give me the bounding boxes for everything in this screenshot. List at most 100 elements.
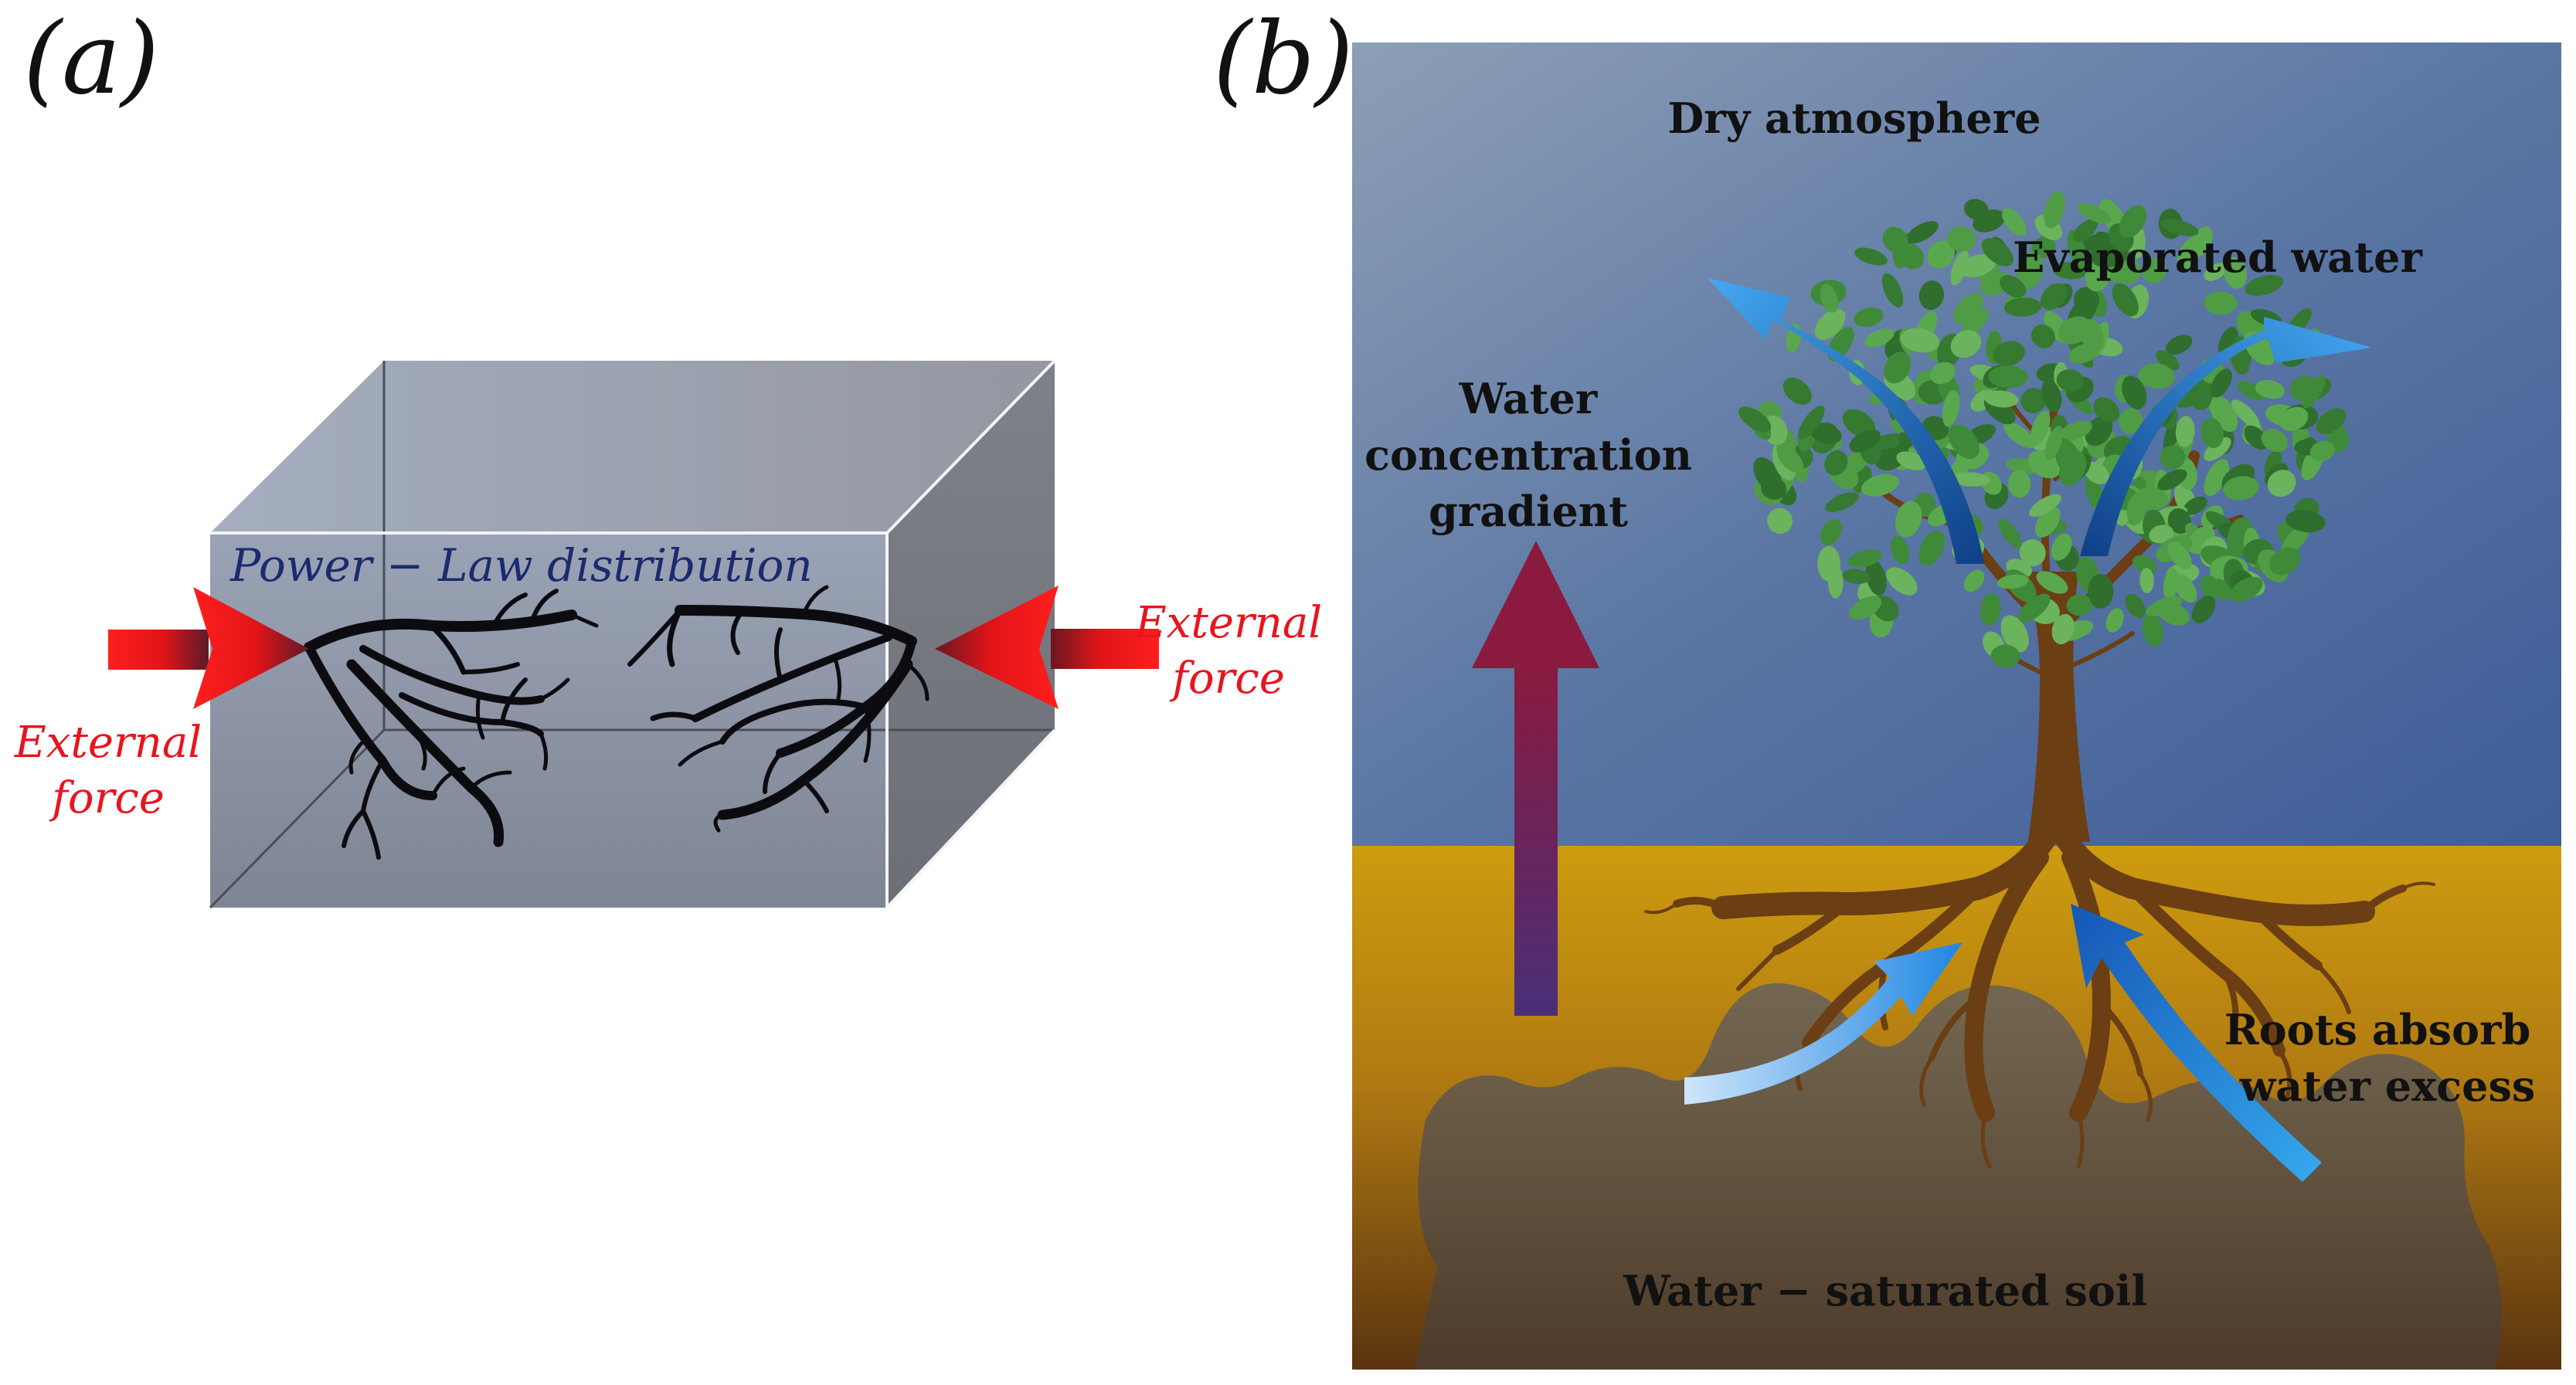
- absorption-arrow-left: [1684, 942, 1963, 1105]
- leaf: [2056, 369, 2084, 392]
- leaf: [2231, 399, 2261, 429]
- leaf: [2224, 256, 2248, 289]
- leaf: [2084, 461, 2109, 484]
- leaf: [2316, 408, 2347, 434]
- tree-roots: [1644, 823, 2435, 1169]
- leaf: [1814, 308, 1846, 341]
- leaf: [1854, 247, 1888, 266]
- leaf: [2237, 381, 2265, 401]
- leaf: [2085, 260, 2111, 292]
- leaf: [2051, 533, 2072, 561]
- panel-a-label: (a): [23, 2, 159, 117]
- leaf: [1827, 565, 1844, 599]
- leaf: [2093, 397, 2120, 423]
- leaf: [1881, 273, 1904, 308]
- leaf: [1984, 390, 2019, 408]
- leaf: [2030, 410, 2051, 446]
- leaf: [1918, 280, 1944, 311]
- saturated-soil-label: Water − saturated soil: [1623, 1266, 2147, 1315]
- leaf: [2122, 375, 2147, 409]
- leaf: [2133, 555, 2157, 575]
- leaf: [1865, 559, 1887, 596]
- leaf: [1918, 530, 1946, 566]
- gradient-label-line3: gradient: [1429, 487, 1628, 536]
- absorption-arrow-right: [2071, 904, 2322, 1182]
- leaf: [2112, 283, 2139, 317]
- leaf: [2167, 541, 2192, 569]
- leaf: [2125, 593, 2146, 618]
- concentration-gradient-arrow: [1472, 541, 1599, 1016]
- leaf: [1959, 253, 1997, 278]
- gradient-label-line1: Water: [1459, 374, 1598, 423]
- leaf: [1824, 450, 1848, 476]
- box-hidden-edges: [209, 361, 1055, 909]
- leaf: [2119, 408, 2143, 434]
- leaf: [2267, 470, 2296, 497]
- leaf: [1963, 569, 1985, 592]
- evaporation-arrow-right: [2080, 317, 2372, 556]
- evaporated-water-label: Evaporated water: [2013, 233, 2422, 282]
- leaf: [1825, 492, 1859, 512]
- leaf: [1782, 377, 1812, 406]
- leaf: [2138, 363, 2175, 389]
- leaf: [2204, 291, 2238, 315]
- leaf: [1849, 429, 1881, 453]
- leaf: [2081, 319, 2104, 352]
- leaf: [2269, 547, 2301, 575]
- leaf: [1980, 270, 2008, 297]
- box-top-face: [210, 361, 1055, 533]
- leaf: [2204, 459, 2230, 496]
- leaf: [1882, 226, 1908, 253]
- panel-b-label: (b): [1213, 2, 1354, 117]
- leaf: [1738, 406, 1772, 433]
- leaf: [2145, 596, 2183, 616]
- leaf: [2040, 283, 2068, 311]
- leaf: [2017, 251, 2044, 290]
- panel-a: (a) Power − Law distribution: [14, 2, 1322, 909]
- leaf: [1950, 330, 1982, 358]
- leaf: [2051, 613, 2075, 645]
- leaf: [1767, 507, 1793, 535]
- leaf: [1942, 390, 1960, 427]
- leaf: [2163, 568, 2179, 601]
- leaf: [1905, 221, 1939, 244]
- leaf: [2285, 510, 2326, 533]
- leaf: [2058, 420, 2093, 442]
- leaf: [2066, 594, 2093, 616]
- leaf: [2302, 375, 2326, 409]
- leaf: [2156, 350, 2180, 370]
- leaf: [2072, 219, 2099, 243]
- leaf: [1886, 567, 1918, 596]
- leaf: [1864, 328, 1895, 348]
- leaf: [2119, 205, 2147, 238]
- leaf: [2126, 491, 2146, 526]
- leaf: [1854, 307, 1884, 328]
- left-force-label-line1: External: [14, 718, 202, 768]
- leaf: [2036, 571, 2068, 594]
- leaf: [2157, 469, 2187, 491]
- leaf: [2085, 416, 2113, 446]
- leaf: [2175, 416, 2195, 447]
- roots-label-line2: water excess: [2239, 1061, 2536, 1111]
- leaf: [2000, 274, 2026, 298]
- leaf: [2261, 429, 2288, 453]
- dry-atmosphere-label: Dry atmosphere: [1667, 93, 2041, 143]
- leaf: [2031, 324, 2055, 348]
- leaf: [1890, 536, 1909, 565]
- leaf: [2309, 440, 2335, 462]
- leaf: [1896, 451, 1927, 470]
- leaf: [1884, 351, 1912, 384]
- leaf: [1997, 574, 2029, 589]
- leaf: [2000, 615, 2029, 653]
- leaf: [2020, 388, 2046, 413]
- leaf: [1948, 424, 1980, 460]
- leaf: [1842, 569, 1871, 584]
- leaf: [2044, 191, 2065, 229]
- leaf: [2029, 494, 2061, 518]
- leaf: [2191, 596, 2216, 623]
- leaf: [2149, 524, 2174, 544]
- leaf: [1900, 328, 1940, 353]
- leaf: [1993, 341, 2025, 367]
- leaf: [2141, 257, 2167, 283]
